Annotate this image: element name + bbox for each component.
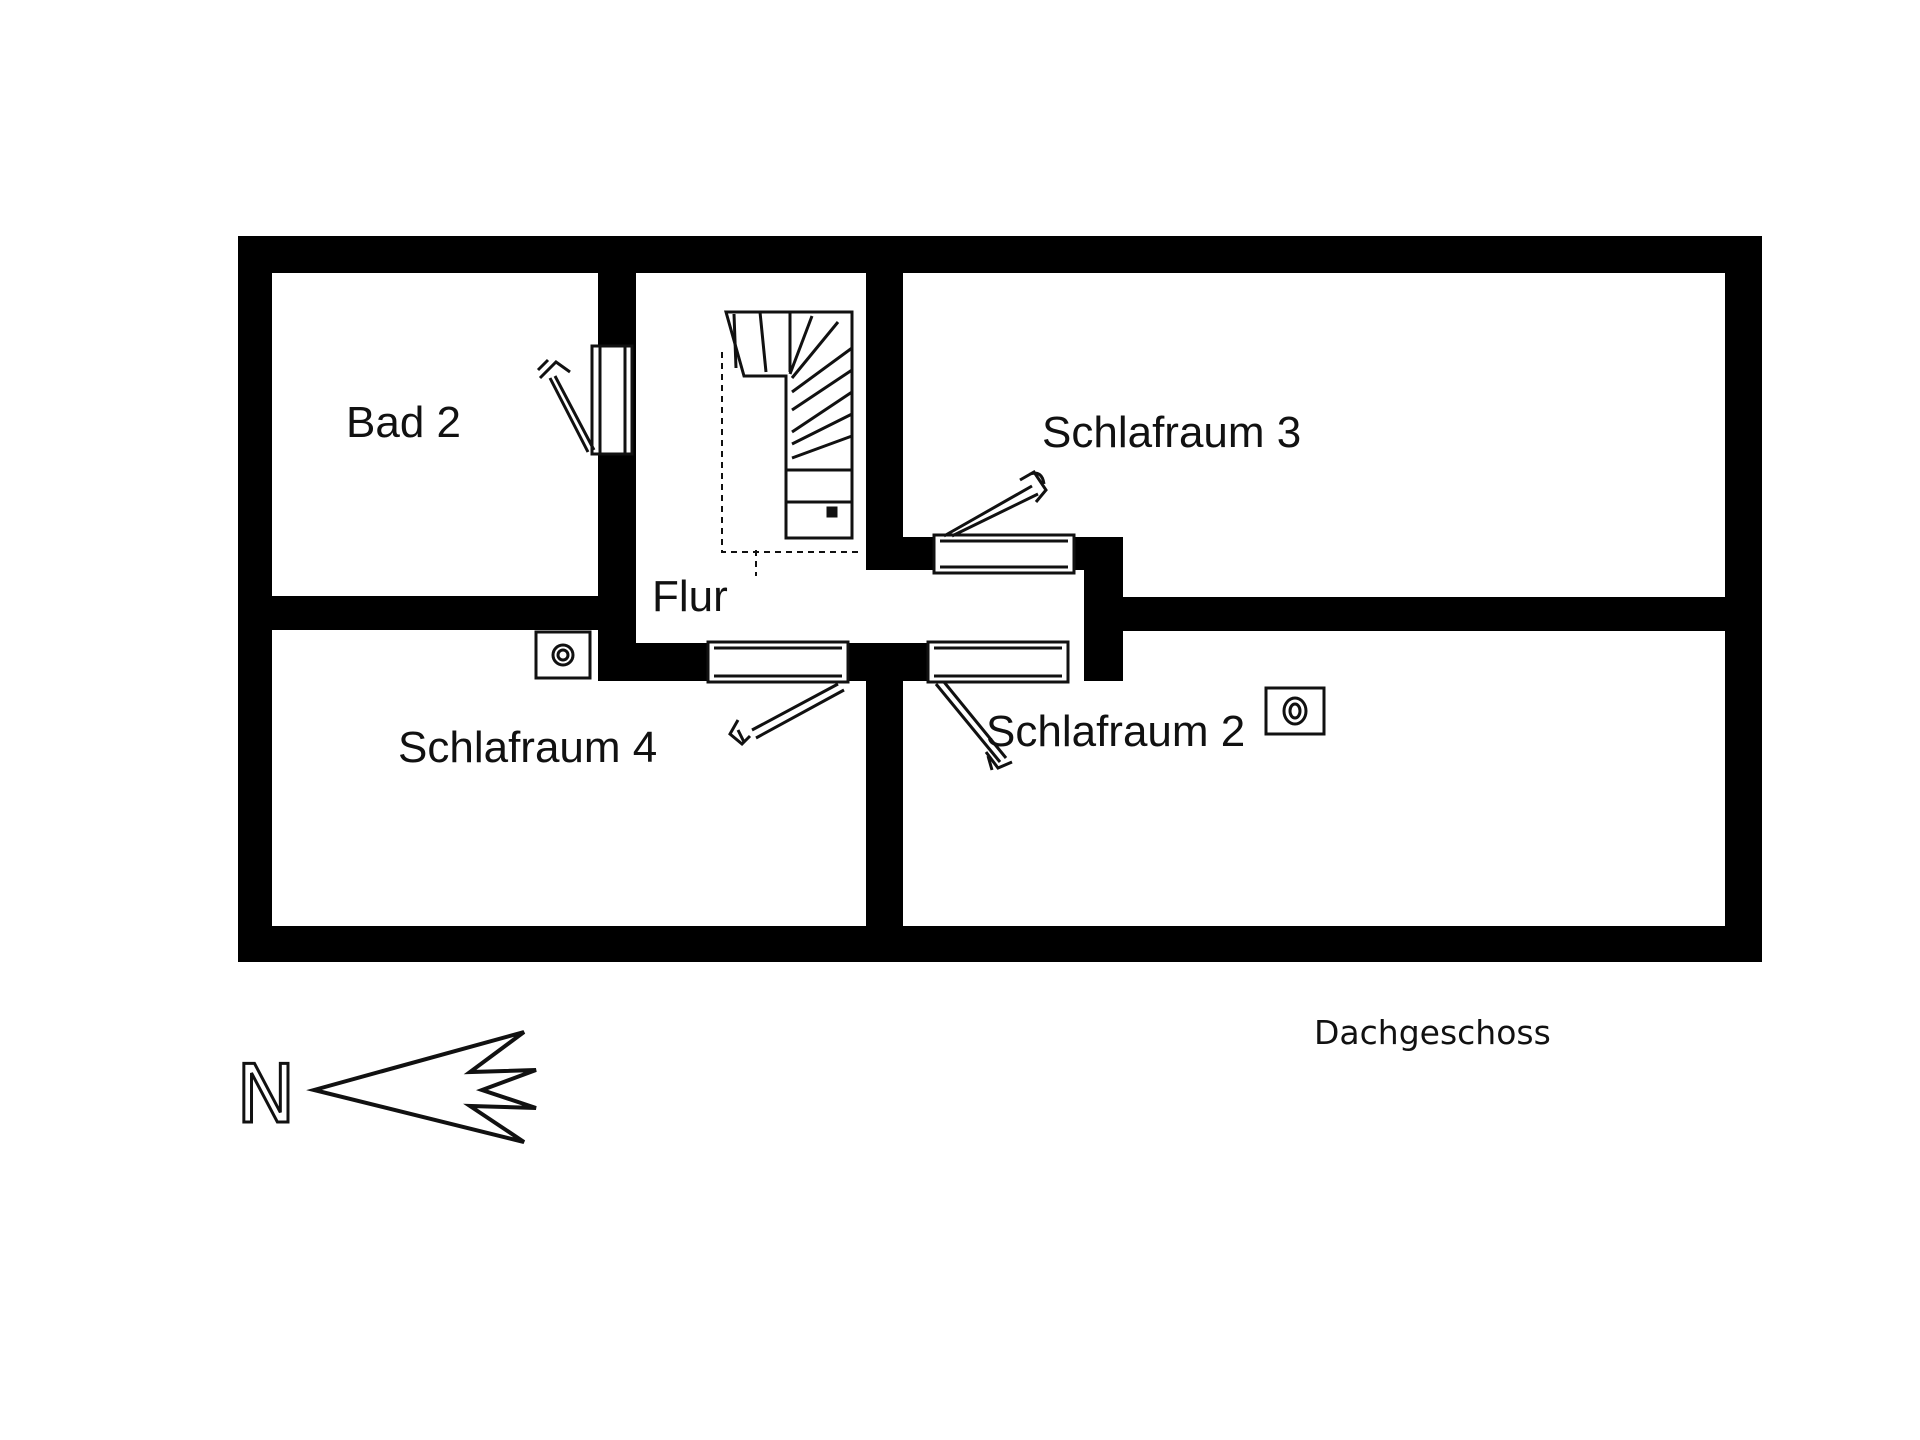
walls <box>238 236 1762 962</box>
north-arrow-shape <box>306 1030 537 1144</box>
staircase-icon <box>721 310 862 576</box>
wall-flur-schlafraum3 <box>866 273 903 570</box>
wall-schlafraum3-schlafraum2 <box>1123 597 1725 631</box>
wall-bad-flur <box>598 273 636 643</box>
door-icon <box>536 344 634 456</box>
doors <box>536 344 1076 771</box>
door-icon <box>932 470 1076 575</box>
chimney-icon <box>534 630 592 680</box>
room-label-schlafraum4: Schlafraum 4 <box>398 723 657 772</box>
door-icon <box>706 640 850 747</box>
room-label-schlafraum2: Schlafraum 2 <box>986 707 1245 756</box>
chimney-icon <box>1264 686 1326 736</box>
north-arrow-icon: N <box>235 1030 537 1144</box>
floor-name: Dachgeschoss <box>1314 1013 1551 1052</box>
wall-bad-schlafraum4 <box>272 596 598 630</box>
chimneys <box>534 630 1326 736</box>
room-label-schlafraum3: Schlafraum 3 <box>1042 408 1301 457</box>
north-letter: N <box>236 1048 296 1141</box>
room-label-flur: Flur <box>652 572 728 621</box>
wall-corridor-east <box>1084 537 1123 681</box>
wall-schlafraum4-schlafraum2 <box>866 681 903 926</box>
room-label-bad2: Bad 2 <box>346 398 461 447</box>
door-icon <box>926 640 1070 771</box>
